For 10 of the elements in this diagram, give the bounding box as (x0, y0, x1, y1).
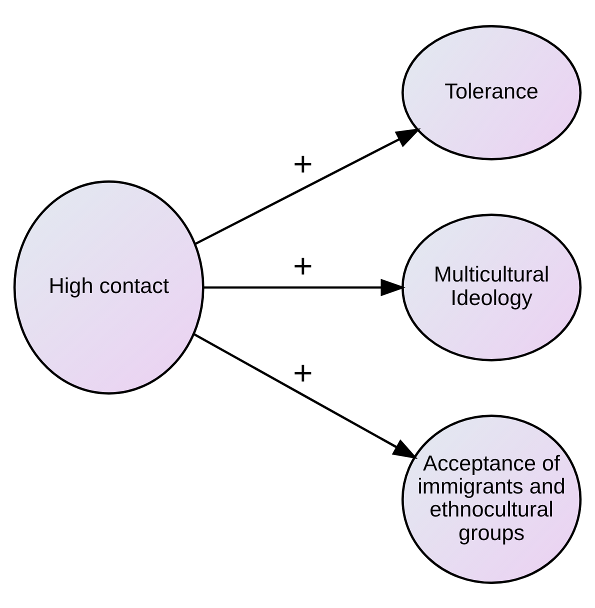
edge-label: + (292, 354, 313, 392)
arrow (193, 332, 418, 458)
node-circle: Acceptance of immigrants and ethnocultural groups (401, 414, 582, 584)
arrow (203, 278, 406, 296)
node-ellipse: Multicultural Ideology (401, 213, 582, 361)
node-ellipse: High contact (13, 180, 204, 394)
edge-label: + (292, 247, 313, 286)
edge-label: + (292, 145, 313, 184)
arrow (194, 128, 421, 245)
node-ellipse: Tolerance (401, 24, 582, 160)
